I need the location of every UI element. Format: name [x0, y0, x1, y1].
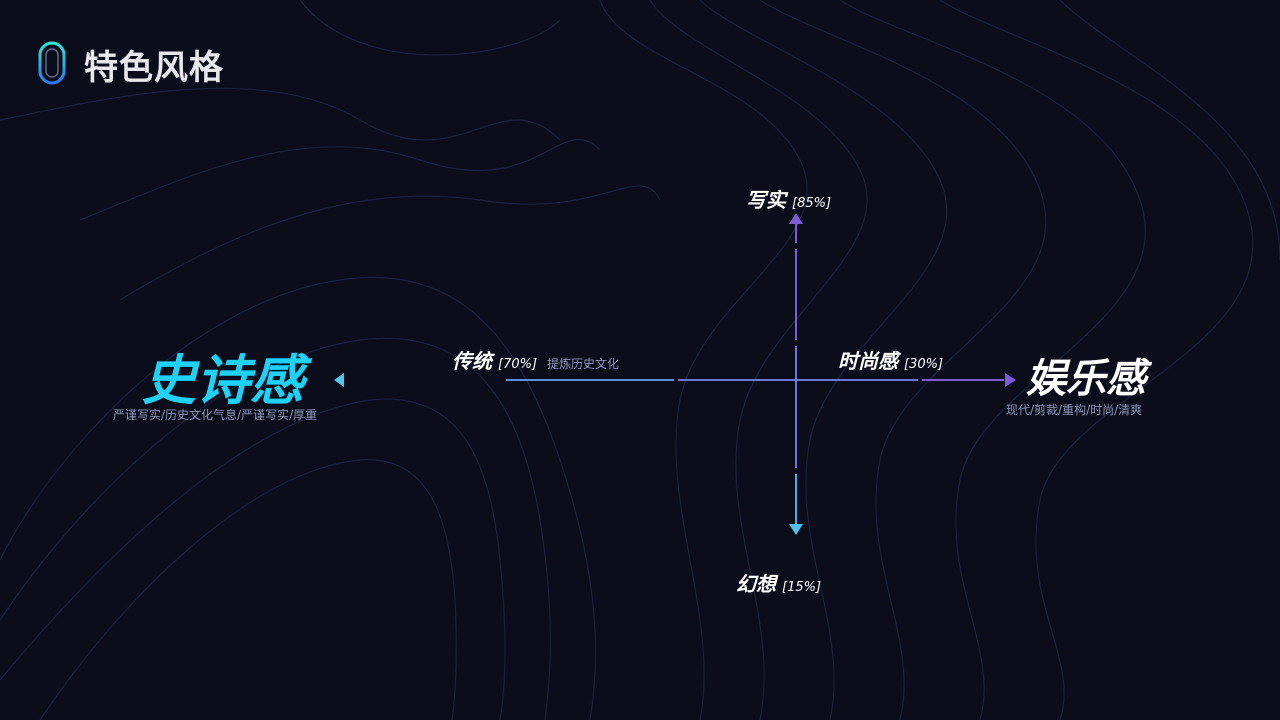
- left-mid-label: 传统[70%]提炼历史文化: [452, 349, 620, 373]
- capsule-icon: [38, 41, 68, 91]
- right-mid-label: 时尚感[30%]: [838, 349, 944, 373]
- arrow-left-icon: [334, 373, 344, 387]
- arrow-up-icon: [789, 213, 803, 224]
- vertical-axis: [789, 213, 803, 535]
- arrow-down-icon: [789, 524, 803, 535]
- left-pole-description: 严谨写实/历史文化气息/严谨写实/厚重: [113, 408, 318, 422]
- top-label: 写实[85%]: [746, 188, 832, 212]
- page-title: 特色风格: [84, 48, 224, 88]
- horizontal-axis: [334, 373, 1016, 387]
- bottom-label: 幻想[15%]: [736, 572, 822, 596]
- arrow-right-icon: [1005, 373, 1016, 387]
- left-pole-title: 史诗感: [142, 349, 304, 412]
- right-pole-description: 现代/剪裁/重构/时尚/清爽: [1006, 403, 1143, 417]
- right-pole-title: 娱乐感: [1026, 356, 1146, 402]
